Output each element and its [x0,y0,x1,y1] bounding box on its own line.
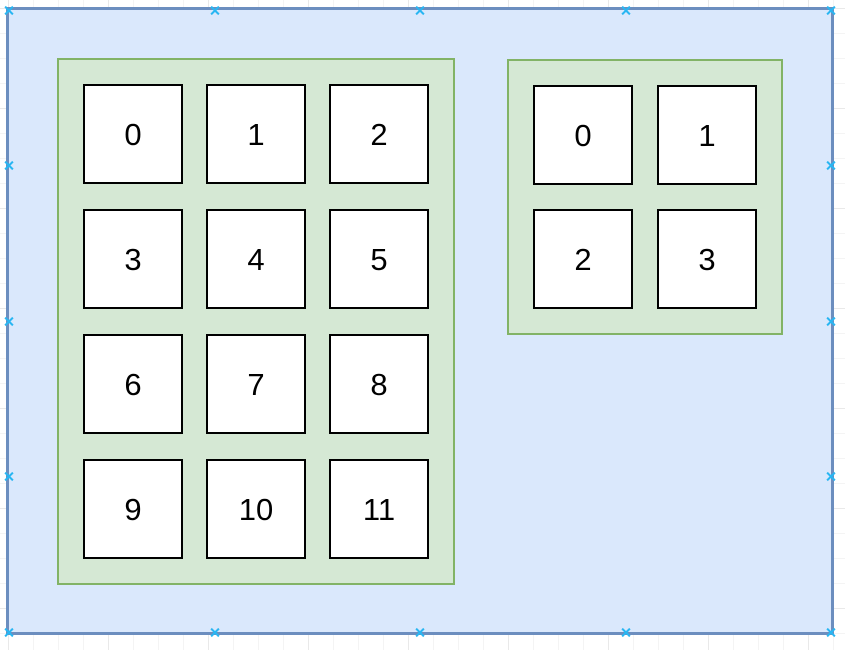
left-grid-cell-9[interactable]: 9 [83,459,183,559]
cell-label: 2 [574,241,592,277]
left-grid-cell-5[interactable]: 5 [329,209,429,309]
right-grid-cell-2[interactable]: 2 [533,209,633,309]
right-grid-group[interactable]: 0 1 2 3 [507,59,783,335]
cell-label: 2 [370,116,388,152]
connection-point-icon[interactable] [210,6,219,15]
connection-point-icon[interactable] [621,6,630,15]
cell-label: 7 [247,366,265,402]
cell-label: 4 [247,241,265,277]
connection-point-icon[interactable] [827,472,836,481]
connection-point-icon[interactable] [5,161,14,170]
left-grid-cell-2[interactable]: 2 [329,84,429,184]
left-grid-cell-3[interactable]: 3 [83,209,183,309]
connection-point-icon[interactable] [210,628,219,637]
cell-label: 0 [124,116,142,152]
left-grid-cell-0[interactable]: 0 [83,84,183,184]
cell-label: 8 [370,366,388,402]
connection-point-icon[interactable] [827,6,836,15]
left-grid-cell-1[interactable]: 1 [206,84,306,184]
connection-point-icon[interactable] [5,628,14,637]
connection-point-icon[interactable] [416,628,425,637]
cell-label: 0 [574,117,592,153]
connection-point-icon[interactable] [5,472,14,481]
cell-label: 6 [124,366,142,402]
connection-point-icon[interactable] [827,161,836,170]
cell-label: 3 [698,241,716,277]
left-grid-cell-10[interactable]: 10 [206,459,306,559]
cell-label: 5 [370,241,388,277]
left-grid-cell-11[interactable]: 11 [329,459,429,559]
blue-container-shape[interactable]: 0 1 2 3 4 5 6 7 8 9 10 11 0 1 2 3 [6,7,834,635]
cell-label: 1 [247,116,265,152]
right-grid-cell-0[interactable]: 0 [533,85,633,185]
connection-point-icon[interactable] [827,317,836,326]
right-grid-cell-1[interactable]: 1 [657,85,757,185]
left-grid-cell-6[interactable]: 6 [83,334,183,434]
cell-label: 3 [124,241,142,277]
connection-point-icon[interactable] [621,628,630,637]
cell-label: 1 [698,117,716,153]
right-grid-cell-3[interactable]: 3 [657,209,757,309]
cell-label: 9 [124,491,142,527]
connection-point-icon[interactable] [5,6,14,15]
cell-label: 11 [362,491,396,527]
connection-point-icon[interactable] [416,6,425,15]
connection-point-icon[interactable] [827,628,836,637]
connection-point-icon[interactable] [5,317,14,326]
cell-label: 10 [238,491,274,527]
left-grid-group[interactable]: 0 1 2 3 4 5 6 7 8 9 10 11 [57,58,455,585]
left-grid-cell-4[interactable]: 4 [206,209,306,309]
left-grid-cell-8[interactable]: 8 [329,334,429,434]
left-grid-cell-7[interactable]: 7 [206,334,306,434]
